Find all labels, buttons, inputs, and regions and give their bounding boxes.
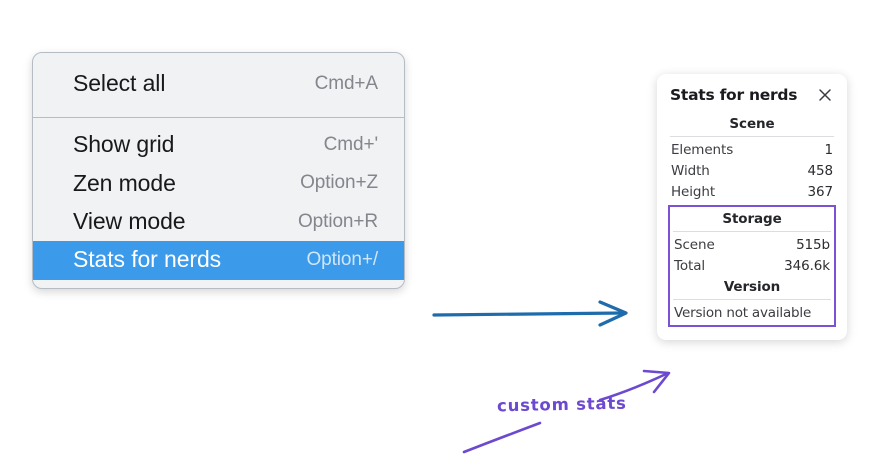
menu-item-zen-mode[interactable]: Zen mode Option+Z [33, 165, 404, 203]
menu-item-label: Show grid [73, 131, 175, 158]
purple-arrow-icon [598, 369, 671, 402]
divider [673, 299, 831, 300]
menu-item-label: Select all [73, 70, 166, 96]
stat-label: Elements [671, 141, 734, 158]
menu-item-shortcut: Option+R [298, 210, 378, 232]
menu-item-select-all[interactable]: Select all Cmd+A [33, 65, 404, 103]
scene-section: Scene Elements 1 Width 458 Height 367 [668, 113, 836, 202]
stat-row-storage-total: Total 346.6k [671, 255, 833, 276]
menu-separator [33, 117, 404, 119]
stat-label: Height [671, 183, 716, 200]
stat-value: 1 [824, 141, 834, 158]
version-text: Version not available [674, 305, 812, 321]
stat-value: 458 [807, 162, 834, 179]
menu-item-shortcut: Cmd+' [323, 134, 378, 155]
divider [670, 136, 834, 137]
version-heading: Version [723, 279, 781, 295]
custom-stats-highlight-box: Storage Scene 515b Total 346.6k Version … [668, 205, 836, 327]
scene-heading: Scene [729, 116, 775, 132]
stat-value: 346.6k [784, 257, 830, 274]
menu-item-stats-for-nerds[interactable]: Stats for nerds Option+/ [33, 241, 404, 280]
menu-item-show-grid[interactable]: Show grid Cmd+' [33, 126, 404, 164]
panel-title: Stats for nerds [670, 86, 798, 104]
stat-label: Width [671, 162, 710, 179]
blue-arrow-icon [432, 300, 628, 327]
custom-stats-annotation-label: custom stats [496, 393, 627, 416]
menu-item-label: Zen mode [73, 169, 176, 196]
stat-row-storage-scene: Scene 515b [671, 234, 833, 255]
storage-heading: Storage [722, 211, 782, 227]
close-icon[interactable] [816, 86, 834, 104]
stat-value: 367 [807, 183, 834, 200]
version-section: Version Version not available [671, 276, 833, 322]
purple-underline-stroke [462, 421, 542, 454]
menu-group-1: Select all Cmd+A [33, 53, 404, 117]
menu-item-shortcut: Option+/ [306, 249, 378, 271]
stat-value: 515b [796, 236, 830, 253]
menu-item-label: View mode [73, 208, 186, 235]
divider [673, 231, 831, 232]
stat-label: Total [674, 257, 706, 274]
menu-item-label: Stats for nerds [73, 246, 222, 273]
stat-row-width: Width 458 [668, 160, 836, 181]
stats-for-nerds-panel: Stats for nerds Scene Elements 1 Width 4… [657, 74, 847, 340]
stat-row-elements: Elements 1 [668, 139, 836, 160]
context-menu[interactable]: Select all Cmd+A Show grid Cmd+' Zen mod… [32, 52, 405, 289]
menu-item-view-mode[interactable]: View mode Option+R [33, 203, 404, 241]
stat-row-height: Height 367 [668, 181, 836, 202]
menu-item-shortcut: Cmd+A [314, 72, 378, 94]
stats-panel-header: Stats for nerds [668, 86, 836, 104]
stat-label: Scene [674, 236, 715, 253]
menu-item-shortcut: Option+Z [300, 172, 378, 194]
menu-group-2: Show grid Cmd+' Zen mode Option+Z View m… [33, 118, 404, 287]
storage-section: Storage Scene 515b Total 346.6k [671, 208, 833, 276]
